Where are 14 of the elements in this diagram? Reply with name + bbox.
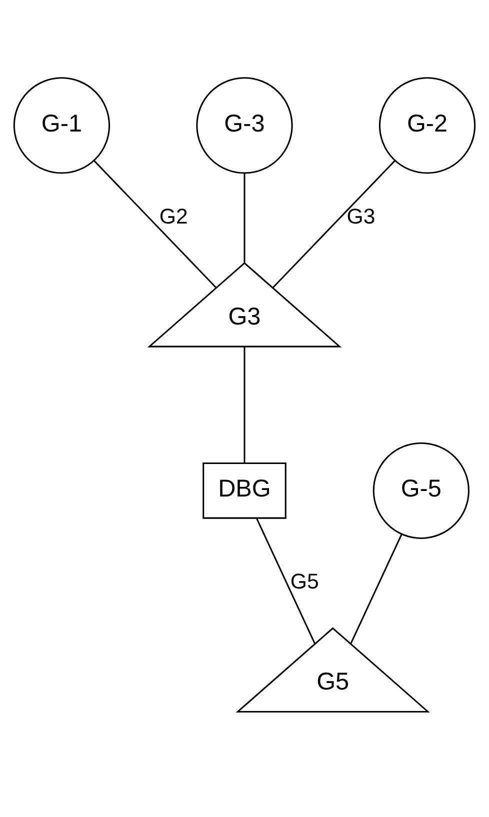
connector [244,346,246,462]
connector [93,160,217,288]
node-circle: G-3 [196,76,293,174]
node-box: DBG [202,462,286,518]
connector [350,533,402,644]
edge-label: G5 [290,569,319,594]
connector [244,172,246,262]
node-circle: G-1 [13,76,110,174]
node-circle: G-5 [372,442,470,538]
edge-label: G2 [159,204,188,228]
edge-label: G3 [346,204,376,228]
connector [272,160,396,288]
node-circle: G-2 [378,76,476,174]
connector [256,517,316,644]
